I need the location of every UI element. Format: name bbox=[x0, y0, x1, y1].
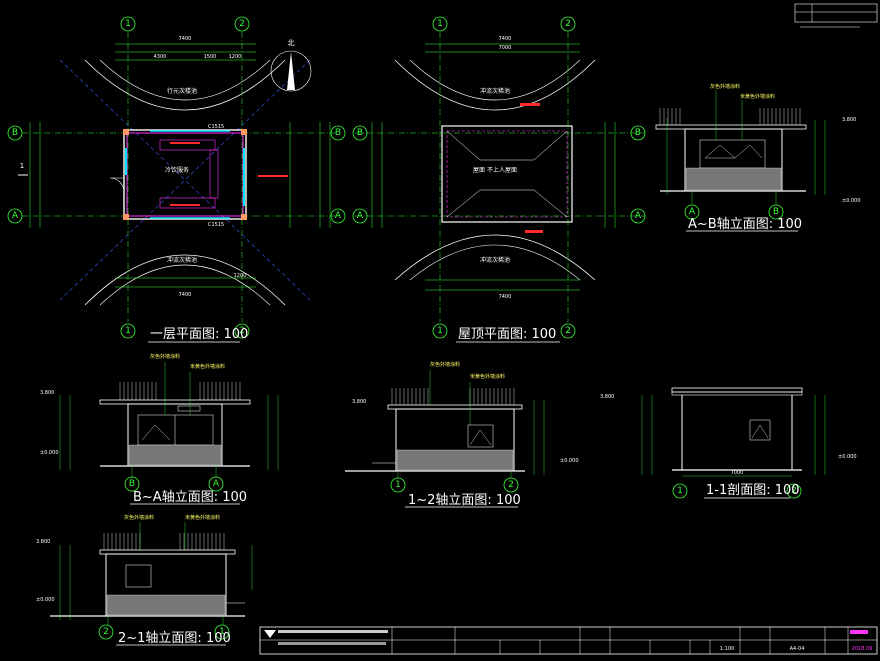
elev-12-axis-2: 2 bbox=[508, 480, 514, 490]
elev-ba-level-zero: ±0.000 bbox=[40, 450, 59, 456]
elev-ba-level-top: 3.800 bbox=[40, 390, 54, 396]
plan-dim-right: 1200 bbox=[234, 273, 247, 279]
roof-zone-top: 冲流次稀池 bbox=[480, 87, 510, 95]
svg-text:A: A bbox=[635, 211, 642, 221]
title-block-date: 2018.09 bbox=[852, 646, 873, 652]
plan-window-mark-top: C1515 bbox=[208, 124, 224, 130]
section-level-zero: ±0.000 bbox=[838, 454, 857, 460]
svg-text:1: 1 bbox=[125, 326, 131, 336]
roof-dim-total-top: 7400 bbox=[499, 36, 512, 42]
elev-ab-axis-a: A bbox=[689, 207, 696, 217]
elevation-a-b: 灰色外墙涂料 米黄色外墙涂料 3.800 ±0.000 A B A~B轴立面图:… bbox=[655, 83, 861, 232]
plan-axis-bubbles: 1 2 1 2 B A B A bbox=[7, 16, 346, 339]
svg-text:北: 北 bbox=[288, 39, 295, 47]
svg-text:2: 2 bbox=[239, 19, 245, 29]
svg-text:A: A bbox=[335, 211, 342, 221]
elev-ab-level-zero: ±0.000 bbox=[842, 198, 861, 204]
roof-plan: 冲流次稀池 冲流次稀池 屋面 不上人屋面 7400 7000 7400 1 2 … bbox=[352, 16, 646, 343]
svg-text:A: A bbox=[357, 211, 364, 221]
elevation-1-2: 灰色外墙涂料 米黄色外墙涂料 3.800 ±0.000 1 2 1~2轴立面图:… bbox=[345, 361, 579, 508]
section-title: 1-1剖面图: 100 bbox=[706, 483, 800, 498]
roof-label: 屋面 不上人屋面 bbox=[473, 166, 517, 174]
svg-text:B: B bbox=[357, 128, 363, 138]
elevation-2-1: 灰色外墙涂料 米黄色外墙涂料 3.800 ±0.000 2 1 2~1轴立面图:… bbox=[36, 514, 253, 646]
section-level-top: 3.800 bbox=[600, 394, 614, 400]
section-dim-bottom: 7000 bbox=[731, 470, 744, 476]
elev-ab-note-2: 米黄色外墙涂料 bbox=[740, 93, 775, 100]
elevation-b-a: 灰色外墙涂料 米黄色外墙涂料 3.800 ±0.000 B A B~A轴立面图:… bbox=[40, 353, 279, 505]
roof-title: 屋顶平面图: 100 bbox=[458, 327, 556, 342]
section-1-1: 7000 3.800 ±0.000 1 2 1-1剖面图: 100 bbox=[600, 387, 857, 499]
elev-21-note-1: 灰色外墙涂料 bbox=[124, 514, 154, 521]
svg-text:1: 1 bbox=[125, 19, 131, 29]
elev-12-axis-1: 1 bbox=[395, 480, 401, 490]
plan-room-label: 冷饮服务 bbox=[165, 166, 189, 174]
plan-zone-top: 行元次楼池 bbox=[167, 87, 197, 95]
elev-21-note-2: 米黄色外墙涂料 bbox=[185, 514, 220, 521]
floor-plan: 北 1 行元次楼池 冲流次稀池 冷饮服务 7400 7400 4300 1500… bbox=[7, 16, 346, 343]
title-block: 1:100 A4-04 2018.09 bbox=[259, 626, 878, 655]
plan-dim-sub-2: 1500 bbox=[204, 54, 217, 60]
elev-21-axis-2: 2 bbox=[103, 627, 109, 637]
svg-text:2: 2 bbox=[565, 326, 571, 336]
roof-dim-inner-top: 7000 bbox=[499, 45, 512, 51]
elev-ba-axis-a: A bbox=[213, 479, 220, 489]
title-block-sheet: A4-04 bbox=[790, 646, 805, 652]
section-axis-2: 2 bbox=[791, 486, 797, 496]
elev-ab-level-top: 3.800 bbox=[842, 117, 856, 123]
company-logo-icon bbox=[264, 630, 276, 638]
svg-text:2: 2 bbox=[565, 19, 571, 29]
title-block-scale: 1:100 bbox=[720, 646, 734, 652]
elev-ab-note-1: 灰色外墙涂料 bbox=[710, 83, 740, 90]
elev-ba-axis-b: B bbox=[129, 479, 135, 489]
plan-dim-sub-3: 1200 bbox=[229, 54, 242, 60]
svg-text:2: 2 bbox=[239, 326, 245, 336]
plan-dim-sub-1: 4300 bbox=[154, 54, 167, 60]
plan-dim-total-top: 7400 bbox=[179, 36, 192, 42]
svg-text:1: 1 bbox=[20, 162, 24, 170]
roof-axis-bubbles: 1 2 1 2 B A B A bbox=[352, 16, 646, 339]
elev-ba-note-1: 灰色外墙涂料 bbox=[150, 353, 180, 360]
svg-text:1: 1 bbox=[437, 326, 443, 336]
elev-21-axis-1: 1 bbox=[219, 627, 225, 637]
svg-text:A: A bbox=[12, 211, 19, 221]
elev-21-level-top: 3.800 bbox=[36, 539, 50, 545]
elev-12-title: 1~2轴立面图: 100 bbox=[408, 493, 521, 508]
elev-12-level-top: 3.800 bbox=[352, 399, 366, 405]
svg-text:B: B bbox=[12, 128, 18, 138]
plan-title: 一层平面图: 100 bbox=[150, 327, 248, 342]
elev-ba-title: B~A轴立面图: 100 bbox=[133, 490, 247, 505]
elev-21-title: 2~1轴立面图: 100 bbox=[118, 631, 231, 646]
elev-21-level-zero: ±0.000 bbox=[36, 597, 55, 603]
plan-dim-total-bottom: 7400 bbox=[179, 292, 192, 298]
elev-12-note-2: 米黄色外墙涂料 bbox=[470, 373, 505, 380]
section-axis-1: 1 bbox=[677, 486, 683, 496]
roof-dim-total-bottom: 7400 bbox=[499, 294, 512, 300]
svg-text:B: B bbox=[635, 128, 641, 138]
north-arrow-icon bbox=[270, 50, 312, 92]
elev-12-level-zero: ±0.000 bbox=[560, 458, 579, 464]
elev-ba-note-2: 米黄色外墙涂料 bbox=[190, 363, 225, 370]
plan-zone-bottom: 冲流次稀池 bbox=[167, 256, 197, 264]
elev-ab-title: A~B轴立面图: 100 bbox=[688, 217, 802, 232]
corner-stamp bbox=[794, 3, 878, 28]
svg-text:1: 1 bbox=[437, 19, 443, 29]
svg-text:B: B bbox=[335, 128, 341, 138]
elev-ab-axis-b: B bbox=[773, 207, 779, 217]
plan-window-mark-bottom: C1515 bbox=[208, 222, 224, 228]
roof-zone-bottom: 冲流次稀池 bbox=[480, 256, 510, 264]
elev-12-note-1: 灰色外墙涂料 bbox=[430, 361, 460, 368]
